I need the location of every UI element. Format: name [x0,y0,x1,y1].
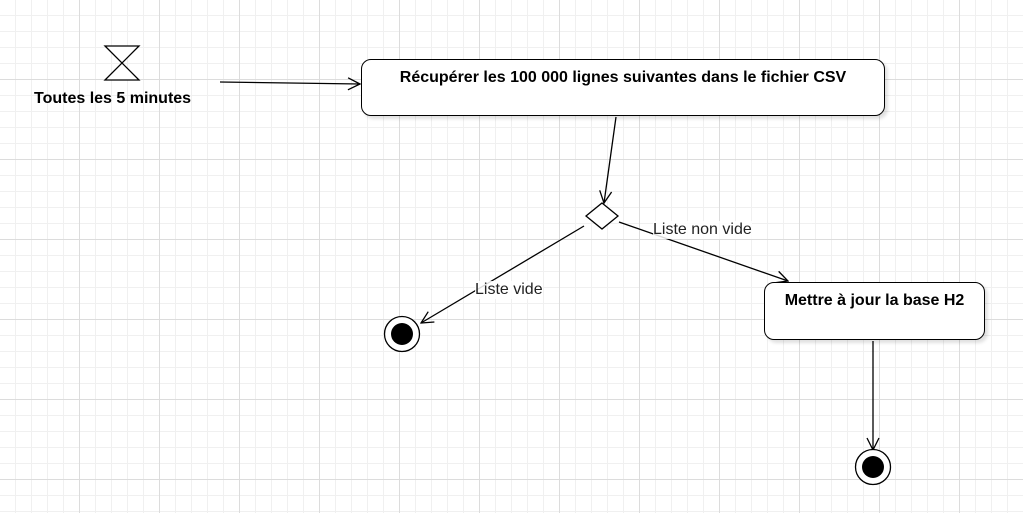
hourglass-icon [103,45,141,81]
edge-decision-to-update [618,221,788,281]
action-fetch-csv-lines: Récupérer les 100 000 lignes suivantes d… [361,59,885,116]
guard-label-non-empty-list: Liste non vide [653,221,752,239]
guard-label-empty-list: Liste vide [475,281,543,299]
final-node-updated [854,448,892,486]
final-node-empty [383,315,421,353]
action-update-h2-database: Mettre à jour la base H2 [764,282,985,340]
edge-timer-to-fetch [219,82,360,84]
edge-decision-to-final [421,225,585,323]
edge-fetch-to-decision [604,116,617,203]
decision-node [584,202,620,230]
timer-event-label: Toutes les 5 minutes [34,90,192,107]
